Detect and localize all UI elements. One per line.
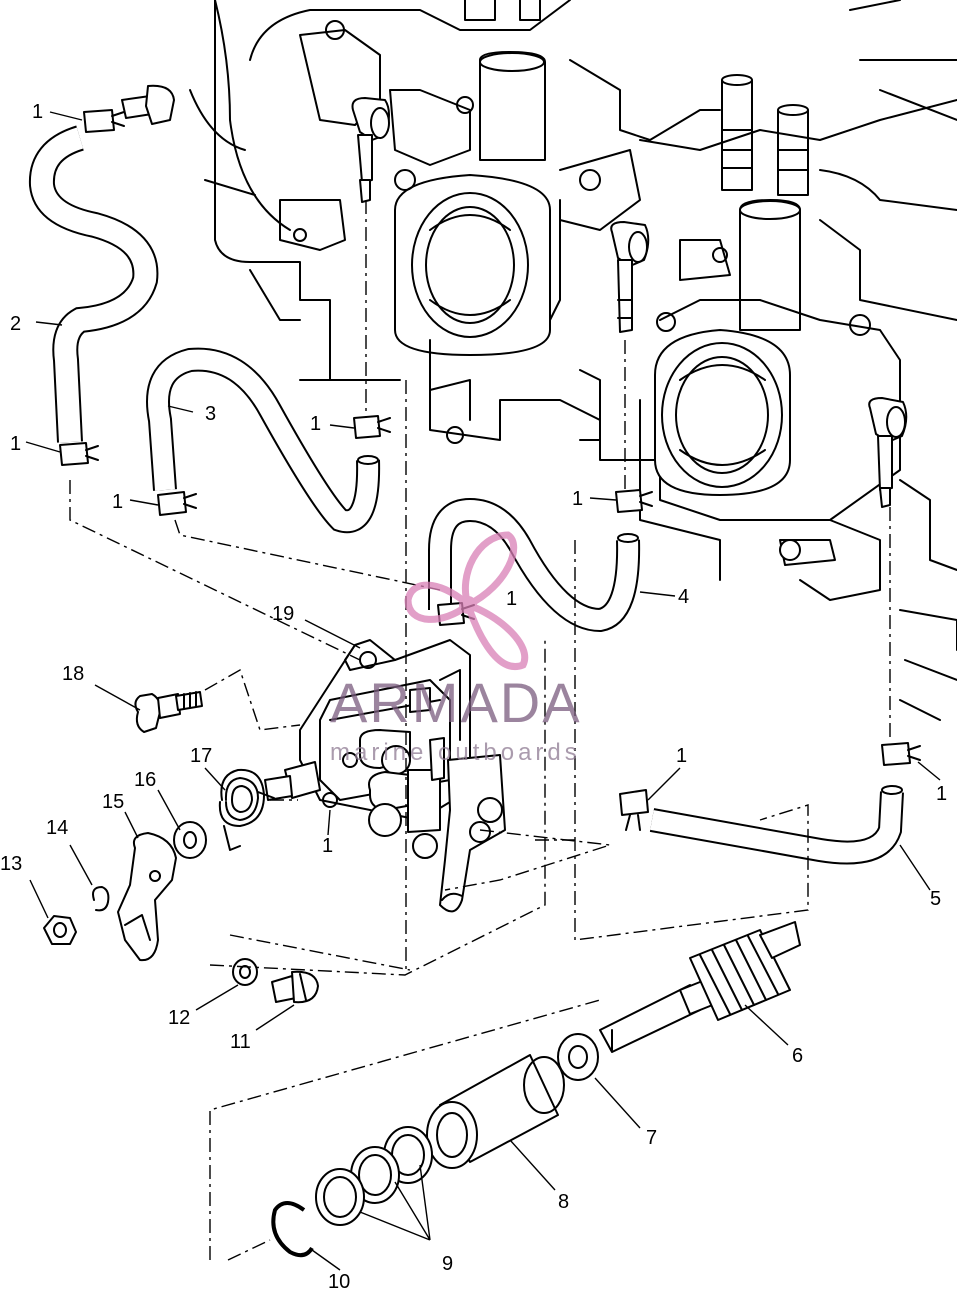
callout-label: 5 xyxy=(930,888,941,910)
propeller-blade-icon xyxy=(404,581,474,623)
hose-clip xyxy=(615,489,653,513)
hose-clip xyxy=(121,84,175,125)
propeller-hub-icon xyxy=(459,596,477,614)
callout-label: 1 xyxy=(572,488,583,510)
elbow-fitting-3 xyxy=(868,397,908,508)
callout-label: 1 xyxy=(936,783,947,805)
callout-label: 17 xyxy=(190,745,212,767)
callout-label: 1 xyxy=(506,588,517,610)
propeller-logo-icon xyxy=(404,531,529,671)
callout-label: 2 xyxy=(10,313,21,335)
bolt-18 xyxy=(134,691,203,733)
callout-label: 13 xyxy=(0,853,22,875)
hose-clip xyxy=(83,109,125,133)
callout-label: 3 xyxy=(205,403,216,425)
callout-label: 10 xyxy=(328,1271,350,1290)
sleeve-8 xyxy=(426,1054,565,1169)
watermark-subtitle: marine outboards xyxy=(330,739,581,766)
callout-label: 12 xyxy=(168,1007,190,1029)
hose-clip xyxy=(59,442,99,466)
center-lines xyxy=(69,200,891,1261)
callout-label: 14 xyxy=(46,817,68,839)
drive-gear-shaft xyxy=(599,921,801,1053)
hose-3 xyxy=(146,347,381,534)
elbow-fitting-1 xyxy=(351,97,390,203)
callout-label: 19 xyxy=(272,603,294,625)
callout-label: 1 xyxy=(310,413,321,435)
hose-5 xyxy=(649,785,904,865)
callout-label: 1 xyxy=(32,101,43,123)
callout-label: 6 xyxy=(792,1045,803,1067)
elbow-fitting-2 xyxy=(610,221,650,333)
washer-16 xyxy=(173,821,207,859)
hose-clip xyxy=(353,415,391,439)
callout-label: 9 xyxy=(442,1253,453,1275)
callout-label: 4 xyxy=(678,586,689,608)
callout-label: 1 xyxy=(676,745,687,767)
spring-17 xyxy=(218,768,275,851)
callout-label: 1 xyxy=(10,433,21,455)
hose-clip xyxy=(881,742,921,766)
circlip-10 xyxy=(271,1201,314,1258)
oil-pump xyxy=(264,639,506,913)
hose-4 xyxy=(428,497,641,633)
leader-lines xyxy=(25,111,941,1271)
hose-2 xyxy=(28,125,159,443)
washer-7 xyxy=(557,1033,599,1081)
propeller-blade-icon xyxy=(462,599,529,671)
callout-label: 7 xyxy=(646,1127,657,1149)
propeller-blade-icon xyxy=(461,531,518,610)
lever-15 xyxy=(117,832,177,962)
callout-label: 11 xyxy=(230,1031,251,1053)
callout-label: 1 xyxy=(112,491,123,513)
callout-labels: 1 2 1 3 1 1 1 4 1 19 18 17 16 15 14 13 1… xyxy=(0,101,947,1290)
callout-label: 8 xyxy=(558,1191,569,1213)
clip-14 xyxy=(92,886,110,912)
hose-clip xyxy=(619,789,649,831)
callout-label: 18 xyxy=(62,663,84,685)
callout-label: 15 xyxy=(102,791,124,813)
screw-11 xyxy=(271,970,319,1004)
seal-9 xyxy=(315,1126,433,1226)
hose-clip xyxy=(157,491,197,516)
callout-label: 16 xyxy=(134,769,156,791)
engine-block xyxy=(189,0,957,721)
watermark-title: ARMADA xyxy=(330,671,582,734)
nut-13 xyxy=(43,915,77,945)
callout-label: 1 xyxy=(322,835,333,857)
watermark: ARMADA marine outboards xyxy=(330,531,582,766)
washer-12 xyxy=(232,958,258,986)
